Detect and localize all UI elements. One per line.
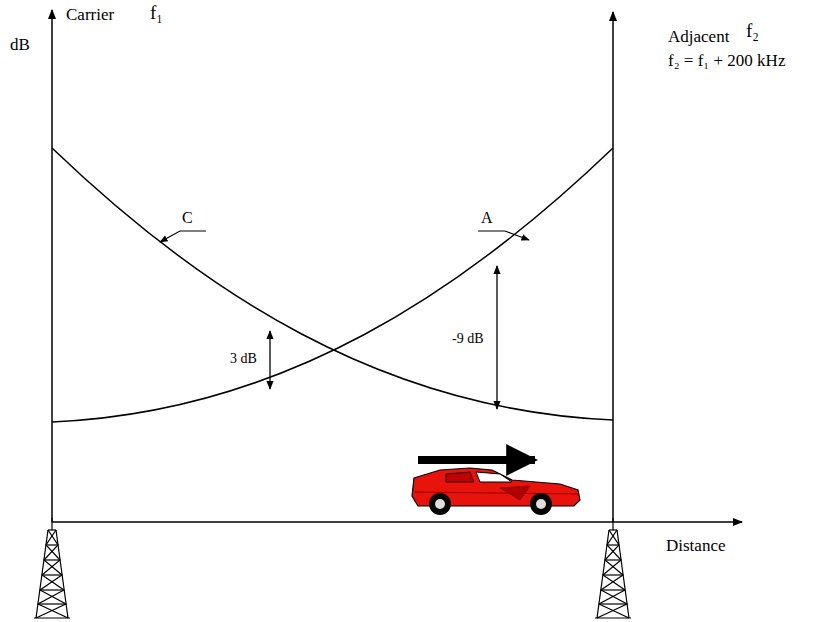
leader-line <box>478 231 529 240</box>
carrier-curve <box>52 148 613 420</box>
diagram-label: 3 dB <box>230 351 257 366</box>
tower-symbol <box>34 518 70 618</box>
diagram-label: Adjacent <box>668 28 729 47</box>
diagram-label: Carrier <box>66 6 114 25</box>
diagram-label: C <box>182 209 193 227</box>
difference-arrow <box>269 331 270 389</box>
right-axis <box>612 12 614 522</box>
adjacent-curve <box>52 148 613 422</box>
distance-axis <box>52 521 742 523</box>
tower-symbol <box>595 518 631 618</box>
left-axis <box>51 10 53 522</box>
diagram-label: f₂ = f₁ + 200 kHz <box>668 52 785 71</box>
car-picture <box>412 460 580 515</box>
diagram-label: A <box>481 209 493 227</box>
diagram-label: -9 dB <box>452 331 484 346</box>
diagram-label: Distance <box>666 537 725 556</box>
difference-arrow <box>496 266 497 409</box>
diagram-label: dB <box>10 36 30 55</box>
diagram-label: f₁ <box>150 3 163 24</box>
diagram-label: f₂ <box>746 21 759 42</box>
leader-line <box>160 231 206 242</box>
